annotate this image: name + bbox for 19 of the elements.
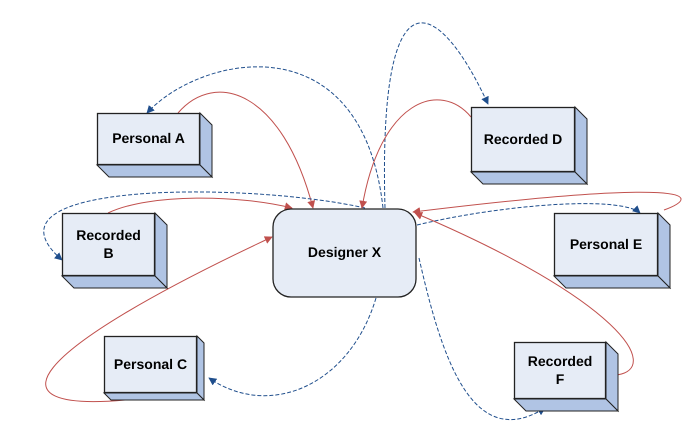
- dashed-arrow: [146, 66, 384, 208]
- arrow: [360, 100, 472, 209]
- dashed-arrow: [208, 298, 376, 396]
- dashed-arrow: [418, 258, 546, 420]
- arrow: [108, 198, 293, 214]
- node-label: Recorded F: [526, 353, 594, 388]
- dashed-arrow: [44, 192, 366, 261]
- node-label: Recorded B: [75, 227, 142, 262]
- node-label: Personal C: [114, 356, 188, 374]
- arrow: [412, 192, 682, 216]
- dashed-arrow: [384, 23, 488, 208]
- node-label: Personal A: [112, 130, 185, 148]
- arrow: [46, 236, 273, 402]
- dashed-arrow: [416, 203, 641, 226]
- arrow: [414, 212, 634, 376]
- arrow: [178, 92, 315, 209]
- node-label: Recorded D: [484, 130, 562, 148]
- node-label: Personal E: [570, 236, 642, 254]
- node-label: Designer X: [308, 244, 382, 262]
